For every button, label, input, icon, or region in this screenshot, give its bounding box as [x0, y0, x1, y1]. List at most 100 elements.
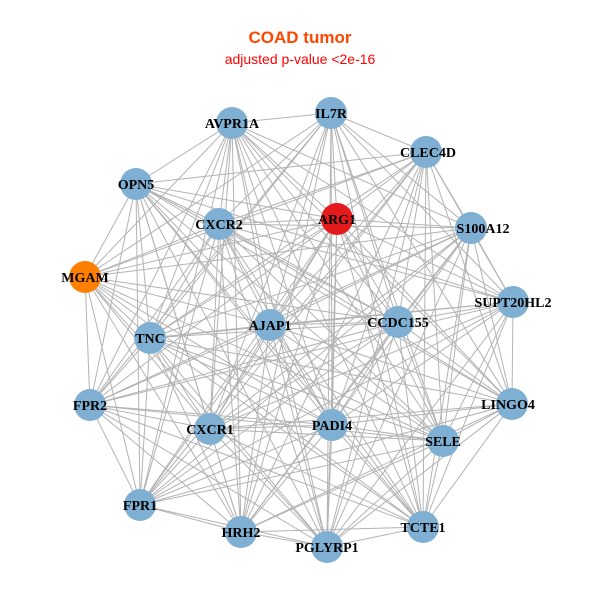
edge-sele-hrh2 — [240, 440, 444, 533]
node-label-ccdc155: CCDC155 — [367, 316, 428, 331]
edge-cxcr2-tnc — [149, 223, 220, 339]
edge-fpr2-cxcr1 — [89, 404, 211, 430]
edge-mgam-fpr1 — [84, 276, 141, 506]
edge-tnc-padi4 — [149, 337, 333, 426]
edge-avpr1a-cxcr2 — [218, 122, 233, 225]
edge-hrh2-tcte1 — [240, 526, 424, 533]
node-opn5[interactable] — [120, 168, 152, 200]
edge-ajap1-sele — [269, 324, 444, 442]
edge-arg1-lingo4 — [336, 218, 513, 405]
node-pglyrp1[interactable] — [311, 531, 343, 563]
node-arg1[interactable] — [321, 203, 353, 235]
edge-clec4d-pglyrp1 — [326, 151, 427, 548]
edge-supt20hl2-fpr2 — [89, 301, 514, 406]
edge-lingo4-fpr1 — [139, 403, 513, 506]
edge-clec4d-mgam — [84, 151, 427, 278]
node-cxcr2[interactable] — [203, 208, 235, 240]
edge-ccdc155-tcte1 — [397, 321, 424, 528]
node-ajap1[interactable] — [254, 309, 286, 341]
edge-opn5-tnc — [135, 183, 151, 339]
edge-arg1-ccdc155 — [336, 218, 399, 323]
edge-s100a12-cxcr1 — [209, 227, 472, 430]
edge-padi4-pglyrp1 — [326, 424, 333, 548]
node-label-fpr2: FPR2 — [73, 399, 107, 414]
node-hrh2[interactable] — [225, 516, 257, 548]
node-fpr2[interactable] — [74, 389, 106, 421]
edge-lingo4-padi4 — [331, 403, 513, 426]
node-sele[interactable] — [427, 425, 459, 457]
edge-s100a12-tnc — [149, 227, 472, 339]
edge-clec4d-ccdc155 — [397, 151, 427, 323]
edge-cxcr1-padi4 — [209, 424, 333, 430]
edge-il7r-clec4d — [330, 112, 427, 153]
node-label-avpr1a: AVPR1A — [205, 117, 260, 132]
edge-clec4d-padi4 — [331, 151, 427, 426]
edge-opn5-ajap1 — [135, 183, 271, 326]
edge-opn5-arg1 — [135, 183, 338, 220]
edge-cxcr2-tcte1 — [218, 223, 424, 528]
edge-ajap1-fpr2 — [89, 324, 271, 406]
edge-tnc-sele — [149, 337, 444, 442]
node-label-opn5: OPN5 — [118, 178, 155, 193]
edge-supt20hl2-padi4 — [331, 301, 514, 426]
edge-ajap1-tnc — [149, 324, 271, 339]
node-avpr1a[interactable] — [216, 107, 248, 139]
edge-avpr1a-s100a12 — [231, 122, 472, 229]
node-il7r[interactable] — [315, 97, 347, 129]
edge-cxcr2-pglyrp1 — [218, 223, 328, 548]
edge-padi4-fpr1 — [139, 424, 333, 506]
node-label-padi4: PADI4 — [312, 419, 352, 434]
node-label-mgam: MGAM — [61, 271, 108, 286]
edge-arg1-tcte1 — [336, 218, 424, 528]
node-clec4d[interactable] — [410, 136, 442, 168]
edge-il7r-supt20hl2 — [330, 112, 514, 303]
edge-cxcr2-fpr2 — [89, 223, 220, 406]
edge-mgam-ccdc155 — [84, 276, 399, 323]
edge-cxcr2-hrh2 — [218, 223, 242, 533]
node-mgam[interactable] — [69, 261, 101, 293]
edge-cxcr1-pglyrp1 — [209, 428, 328, 548]
edge-avpr1a-arg1 — [231, 122, 338, 220]
edge-il7r-hrh2 — [240, 112, 332, 533]
edge-ajap1-padi4 — [269, 324, 333, 426]
edge-cxcr2-ccdc155 — [218, 223, 399, 323]
node-lingo4[interactable] — [496, 388, 528, 420]
node-padi4[interactable] — [316, 409, 348, 441]
chart-title: COAD tumor — [248, 28, 352, 47]
edge-il7r-ajap1 — [269, 112, 332, 326]
node-s100a12[interactable] — [455, 212, 487, 244]
edge-fpr2-fpr1 — [89, 404, 141, 506]
edge-cxcr2-supt20hl2 — [218, 223, 514, 303]
nodes-layer — [69, 97, 529, 563]
node-label-tnc: TNC — [135, 332, 165, 347]
edge-lingo4-cxcr1 — [209, 403, 513, 430]
node-fpr1[interactable] — [124, 489, 156, 521]
edge-lingo4-pglyrp1 — [326, 403, 513, 548]
edge-ajap1-ccdc155 — [269, 321, 399, 326]
edge-padi4-hrh2 — [240, 424, 333, 533]
edge-arg1-mgam — [84, 218, 338, 278]
edge-clec4d-arg1 — [336, 151, 427, 220]
edge-tnc-lingo4 — [149, 337, 513, 405]
edge-tnc-fpr1 — [139, 337, 151, 506]
edge-supt20hl2-lingo4 — [511, 301, 514, 405]
node-label-hrh2: HRH2 — [222, 526, 261, 541]
edge-avpr1a-fpr2 — [89, 122, 233, 406]
node-tnc[interactable] — [134, 322, 166, 354]
edge-mgam-ajap1 — [84, 276, 271, 326]
edge-ccdc155-pglyrp1 — [326, 321, 399, 548]
edge-ccdc155-padi4 — [331, 321, 399, 426]
node-label-cxcr1: CXCR1 — [186, 423, 233, 438]
edge-fpr2-hrh2 — [89, 404, 242, 533]
edge-lingo4-hrh2 — [240, 403, 513, 533]
edge-opn5-mgam — [84, 183, 137, 278]
node-tcte1[interactable] — [407, 511, 439, 543]
edge-cxcr2-cxcr1 — [209, 223, 220, 430]
node-ccdc155[interactable] — [382, 306, 414, 338]
node-label-cxcr2: CXCR2 — [195, 218, 242, 233]
edge-avpr1a-mgam — [84, 122, 233, 278]
edge-il7r-avpr1a — [231, 112, 332, 124]
node-cxcr1[interactable] — [194, 413, 226, 445]
edge-avpr1a-tcte1 — [231, 122, 424, 528]
node-supt20hl2[interactable] — [497, 286, 529, 318]
